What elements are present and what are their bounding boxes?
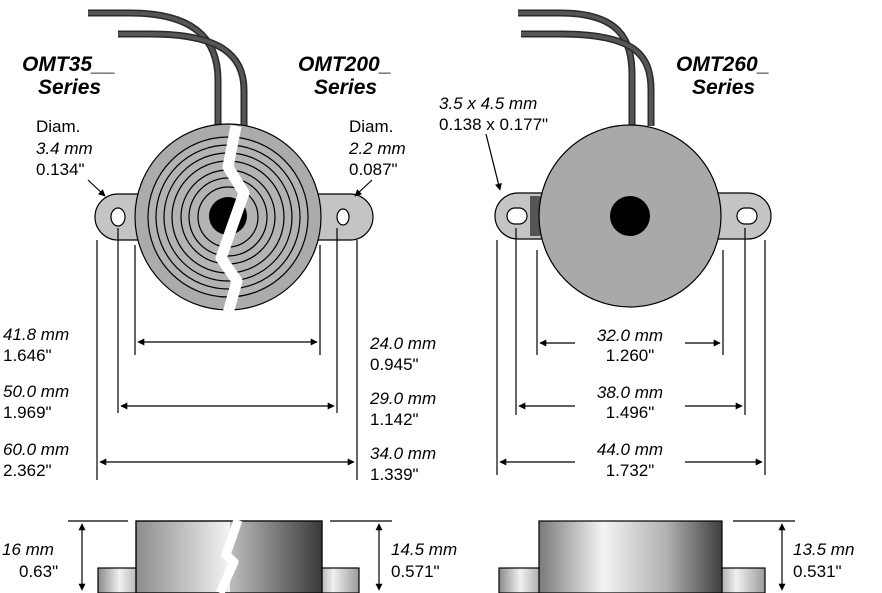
series-left-line2: Series [38, 76, 101, 99]
dim-right-1-inch: 0.945" [370, 355, 419, 374]
left-dimension-arrows [99, 338, 355, 466]
omt260-height-labels: 13.5 mn 0.531" [793, 540, 854, 581]
right-buzzer-top-view [494, 9, 772, 308]
omt260-dim-3-mm: 44.0 mm [597, 440, 663, 459]
dim-right-1-mm: 24.0 mm [369, 334, 436, 353]
series-mid-line1: OMT200_ [298, 53, 391, 76]
hole-left-label: Diam. 3.4 mm 0.134" [36, 117, 93, 179]
dim-left-3-mm: 60.0 mm [3, 440, 69, 459]
dim-right-3-inch: 1.339" [370, 465, 419, 484]
omt260-dim-2-inch: 1.496" [606, 403, 655, 422]
slot-label: 3.5 x 4.5 mm 0.138 x 0.177" [439, 94, 548, 134]
hole-right-inch: 0.087" [349, 160, 398, 179]
right-dim-labels: 24.0 mm 0.945" 29.0 mm 1.142" 34.0 mm 1.… [369, 334, 436, 484]
dim-left-1-inch: 1.646" [3, 346, 52, 365]
omt260-dim-1-inch: 1.260" [606, 346, 655, 365]
omt260-dim-3-inch: 1.732" [606, 461, 655, 480]
omt260-dim-labels: 32.0 mm 1.260" 38.0 mm 1.496" 44.0 mm 1.… [597, 326, 663, 480]
left-extension-lines [96, 228, 358, 480]
right-buzzer-side-view [498, 520, 795, 593]
dim-right-2-mm: 29.0 mm [369, 389, 436, 408]
right-extension-lines [496, 228, 766, 475]
series-mid-line2: Series [314, 76, 377, 99]
dim-left-1-mm: 41.8 mm [3, 325, 69, 344]
slot-inch: 0.138 x 0.177" [439, 115, 548, 134]
hole-right-label: Diam. 2.2 mm 0.087" [348, 117, 406, 179]
omt260-series-label: OMT260_ Series [676, 53, 769, 99]
omt260-dim-2-mm: 38.0 mm [597, 383, 663, 402]
hole-left-mm: 3.4 mm [36, 139, 93, 158]
hole-left-title: Diam. [36, 117, 80, 136]
left-buzzer-top-view [88, 9, 374, 326]
dim-left-2-mm: 50.0 mm [3, 382, 69, 401]
left-buzzer-side-view [68, 518, 392, 593]
height-left-mm: 16 mm [2, 540, 54, 559]
dim-left-2-inch: 1.969" [3, 403, 52, 422]
omt260-dim-1-mm: 32.0 mm [597, 326, 663, 345]
dim-right-2-inch: 1.142" [370, 410, 419, 429]
mount-hole-right [336, 208, 350, 226]
series-omt260-line1: OMT260_ [676, 53, 769, 76]
left-height-labels: 16 mm 0.63" 14.5 mm 0.571" [2, 540, 457, 581]
mount-slot-left [506, 207, 528, 225]
mount-hole-left [110, 207, 126, 227]
hole-right-mm: 2.2 mm [348, 139, 406, 158]
height-right-inch: 0.571" [391, 562, 440, 581]
hole-left-inch: 0.134" [36, 160, 85, 179]
left-series-label: OMT35__ Series [22, 53, 115, 99]
right-dimension-arrows [499, 339, 763, 466]
dim-right-3-mm: 34.0 mm [370, 444, 436, 463]
omt260-height-inch: 0.531" [793, 562, 842, 581]
sound-port-right [610, 196, 650, 236]
right-series-label: OMT200_ Series [298, 53, 391, 99]
left-dim-labels: 41.8 mm 1.646" 50.0 mm 1.969" 60.0 mm 2.… [3, 325, 69, 480]
slot-mm: 3.5 x 4.5 mm [439, 94, 537, 113]
series-omt260-line2: Series [692, 76, 755, 99]
height-right-mm: 14.5 mm [391, 540, 457, 559]
height-left-inch: 0.63" [19, 562, 58, 581]
dim-left-3-inch: 2.362" [3, 461, 52, 480]
mount-slot-right [736, 207, 758, 225]
series-left-line1: OMT35__ [22, 53, 115, 76]
omt260-height-mm: 13.5 mn [793, 540, 854, 559]
hole-right-title: Diam. [349, 117, 393, 136]
